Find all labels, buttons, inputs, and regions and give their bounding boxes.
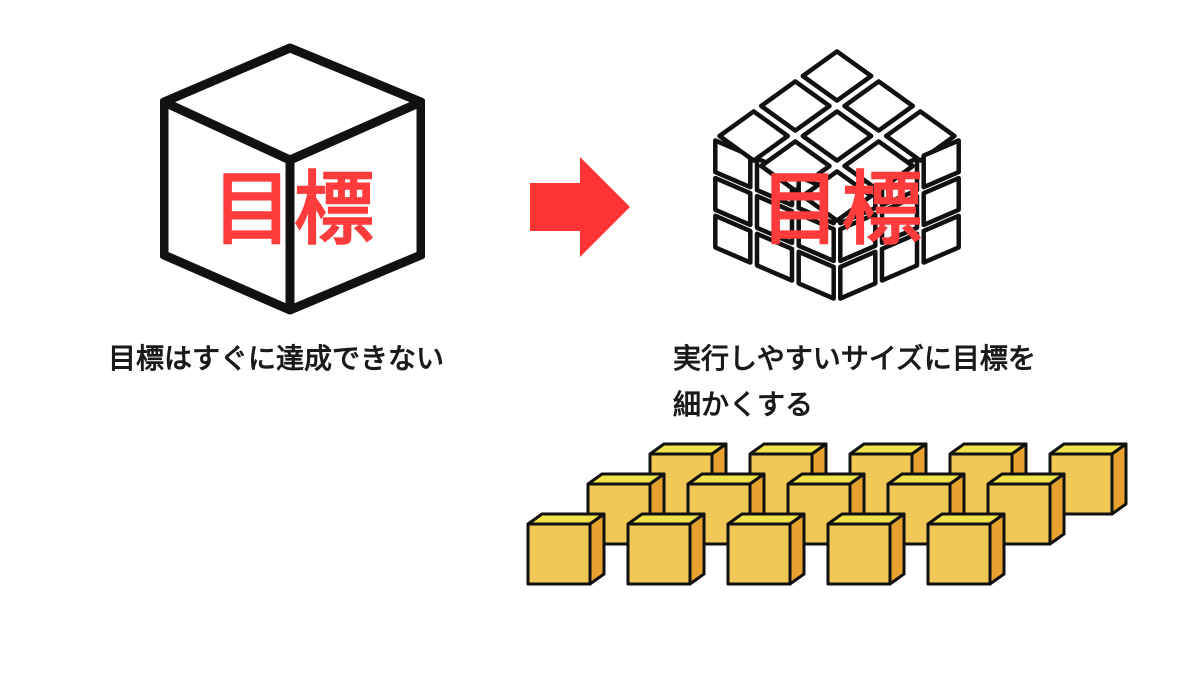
rubik-left-tile bbox=[754, 193, 795, 246]
big-cube-label: 目標 bbox=[212, 163, 376, 256]
rubik-left-tile bbox=[754, 231, 795, 283]
rubik-left-tile bbox=[713, 213, 753, 265]
rubik-top-tile bbox=[717, 109, 791, 163]
rubik-left-tile bbox=[796, 249, 836, 301]
rubik-right-tile bbox=[879, 231, 920, 283]
small-cube-side bbox=[888, 512, 906, 586]
rubik-cube-label: 目標 bbox=[760, 163, 924, 256]
small-cube-front bbox=[526, 522, 592, 586]
small-cube-front bbox=[826, 522, 892, 586]
caption-right-line2: 細かくする bbox=[673, 388, 814, 421]
rubik-right-tile bbox=[879, 193, 920, 246]
small-cube-side bbox=[588, 512, 606, 586]
small-cube-front bbox=[626, 522, 692, 586]
rubik-top-tile bbox=[842, 139, 916, 193]
rubik-top-tile bbox=[842, 79, 916, 133]
small-cube-side bbox=[1048, 472, 1066, 546]
rubik-right-tile bbox=[921, 175, 961, 228]
rubik-right-tile bbox=[921, 213, 961, 265]
caption-right-line1: 実行しやすいサイズに目標を bbox=[673, 342, 1036, 375]
small-cube-side bbox=[788, 512, 806, 586]
rubik-cube-grid bbox=[713, 49, 961, 301]
small-cube-front bbox=[726, 522, 792, 586]
caption-left: 目標はすぐに達成できない bbox=[108, 342, 445, 375]
rubik-right-tile bbox=[838, 211, 878, 264]
rubik-cube bbox=[700, 40, 975, 325]
big-cube-outline bbox=[160, 43, 425, 315]
rubik-top-tile bbox=[800, 169, 874, 223]
rubik-top-tile bbox=[758, 79, 832, 133]
small-cube-front bbox=[926, 522, 992, 586]
rubik-top-tile bbox=[800, 109, 874, 163]
rubik-left-tile bbox=[796, 211, 836, 264]
rubik-right-tile bbox=[838, 249, 878, 301]
rubik-top-tile bbox=[800, 49, 874, 103]
small-cube-side bbox=[988, 512, 1006, 586]
rubik-top-tile bbox=[883, 109, 957, 163]
big-cube bbox=[160, 40, 425, 315]
rubik-right-tile bbox=[921, 138, 961, 190]
rubik-top-tile bbox=[758, 139, 832, 193]
arrow-right-icon bbox=[525, 155, 635, 260]
small-cube-side bbox=[1110, 442, 1128, 516]
small-cube-side bbox=[688, 512, 706, 586]
rubik-left-tile bbox=[713, 175, 753, 228]
small-cubes bbox=[520, 430, 1160, 600]
